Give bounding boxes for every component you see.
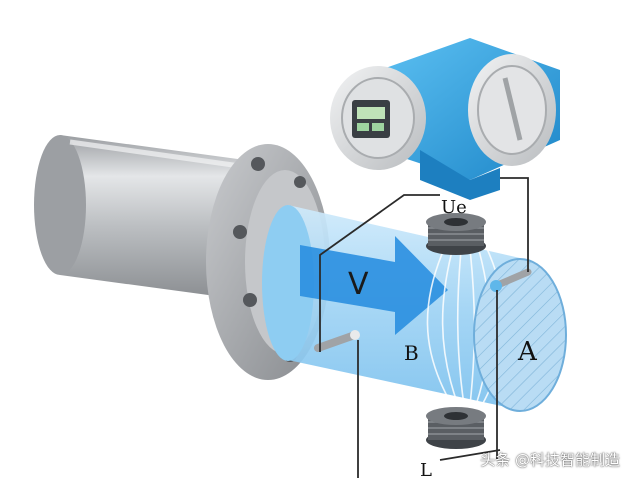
rear-tube [34,135,245,300]
label-area: A [517,337,538,367]
coil-bottom [426,407,486,449]
coil-top [426,213,486,255]
label-voltage: Ue [441,197,467,218]
label-length: L [420,460,432,478]
electrode-left [314,330,360,352]
label-magnetic-field: B [404,341,419,365]
transmitter-housing [330,38,560,200]
label-velocity: V [348,267,369,302]
flow-arrow [300,236,448,335]
terminal-cap [468,54,556,166]
cross-section-area [473,258,567,412]
watermark: 头条 @科技智能制造 [480,451,620,469]
electrode-right [490,268,532,292]
display-cap [330,66,426,170]
